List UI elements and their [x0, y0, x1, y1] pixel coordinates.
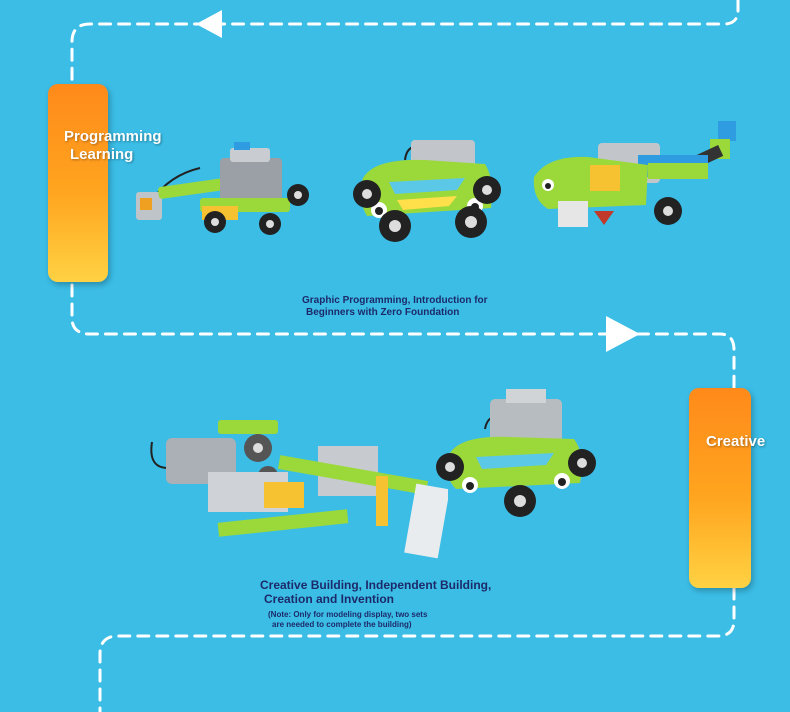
programming-learning-tab	[48, 84, 108, 282]
robot-crocodile-image	[533, 121, 736, 227]
robot-launcher-image	[150, 420, 448, 559]
stage2-caption: Creative Building, Independent Building,…	[260, 578, 492, 606]
stage2-note: (Note: Only for modeling display, two se…	[268, 610, 428, 629]
robot-car-image	[353, 140, 501, 242]
stage1-caption: Graphic Programming, Introduction for Be…	[302, 295, 488, 318]
arrow-left-icon	[196, 10, 222, 38]
creative-label: Creative	[706, 433, 766, 450]
robot-car-2-image	[436, 389, 596, 517]
arrow-right-icon	[606, 316, 640, 352]
creative-tab	[689, 388, 751, 588]
robot-catapult-image	[136, 142, 309, 235]
programming-learning-label: Programming Learning	[64, 128, 162, 163]
